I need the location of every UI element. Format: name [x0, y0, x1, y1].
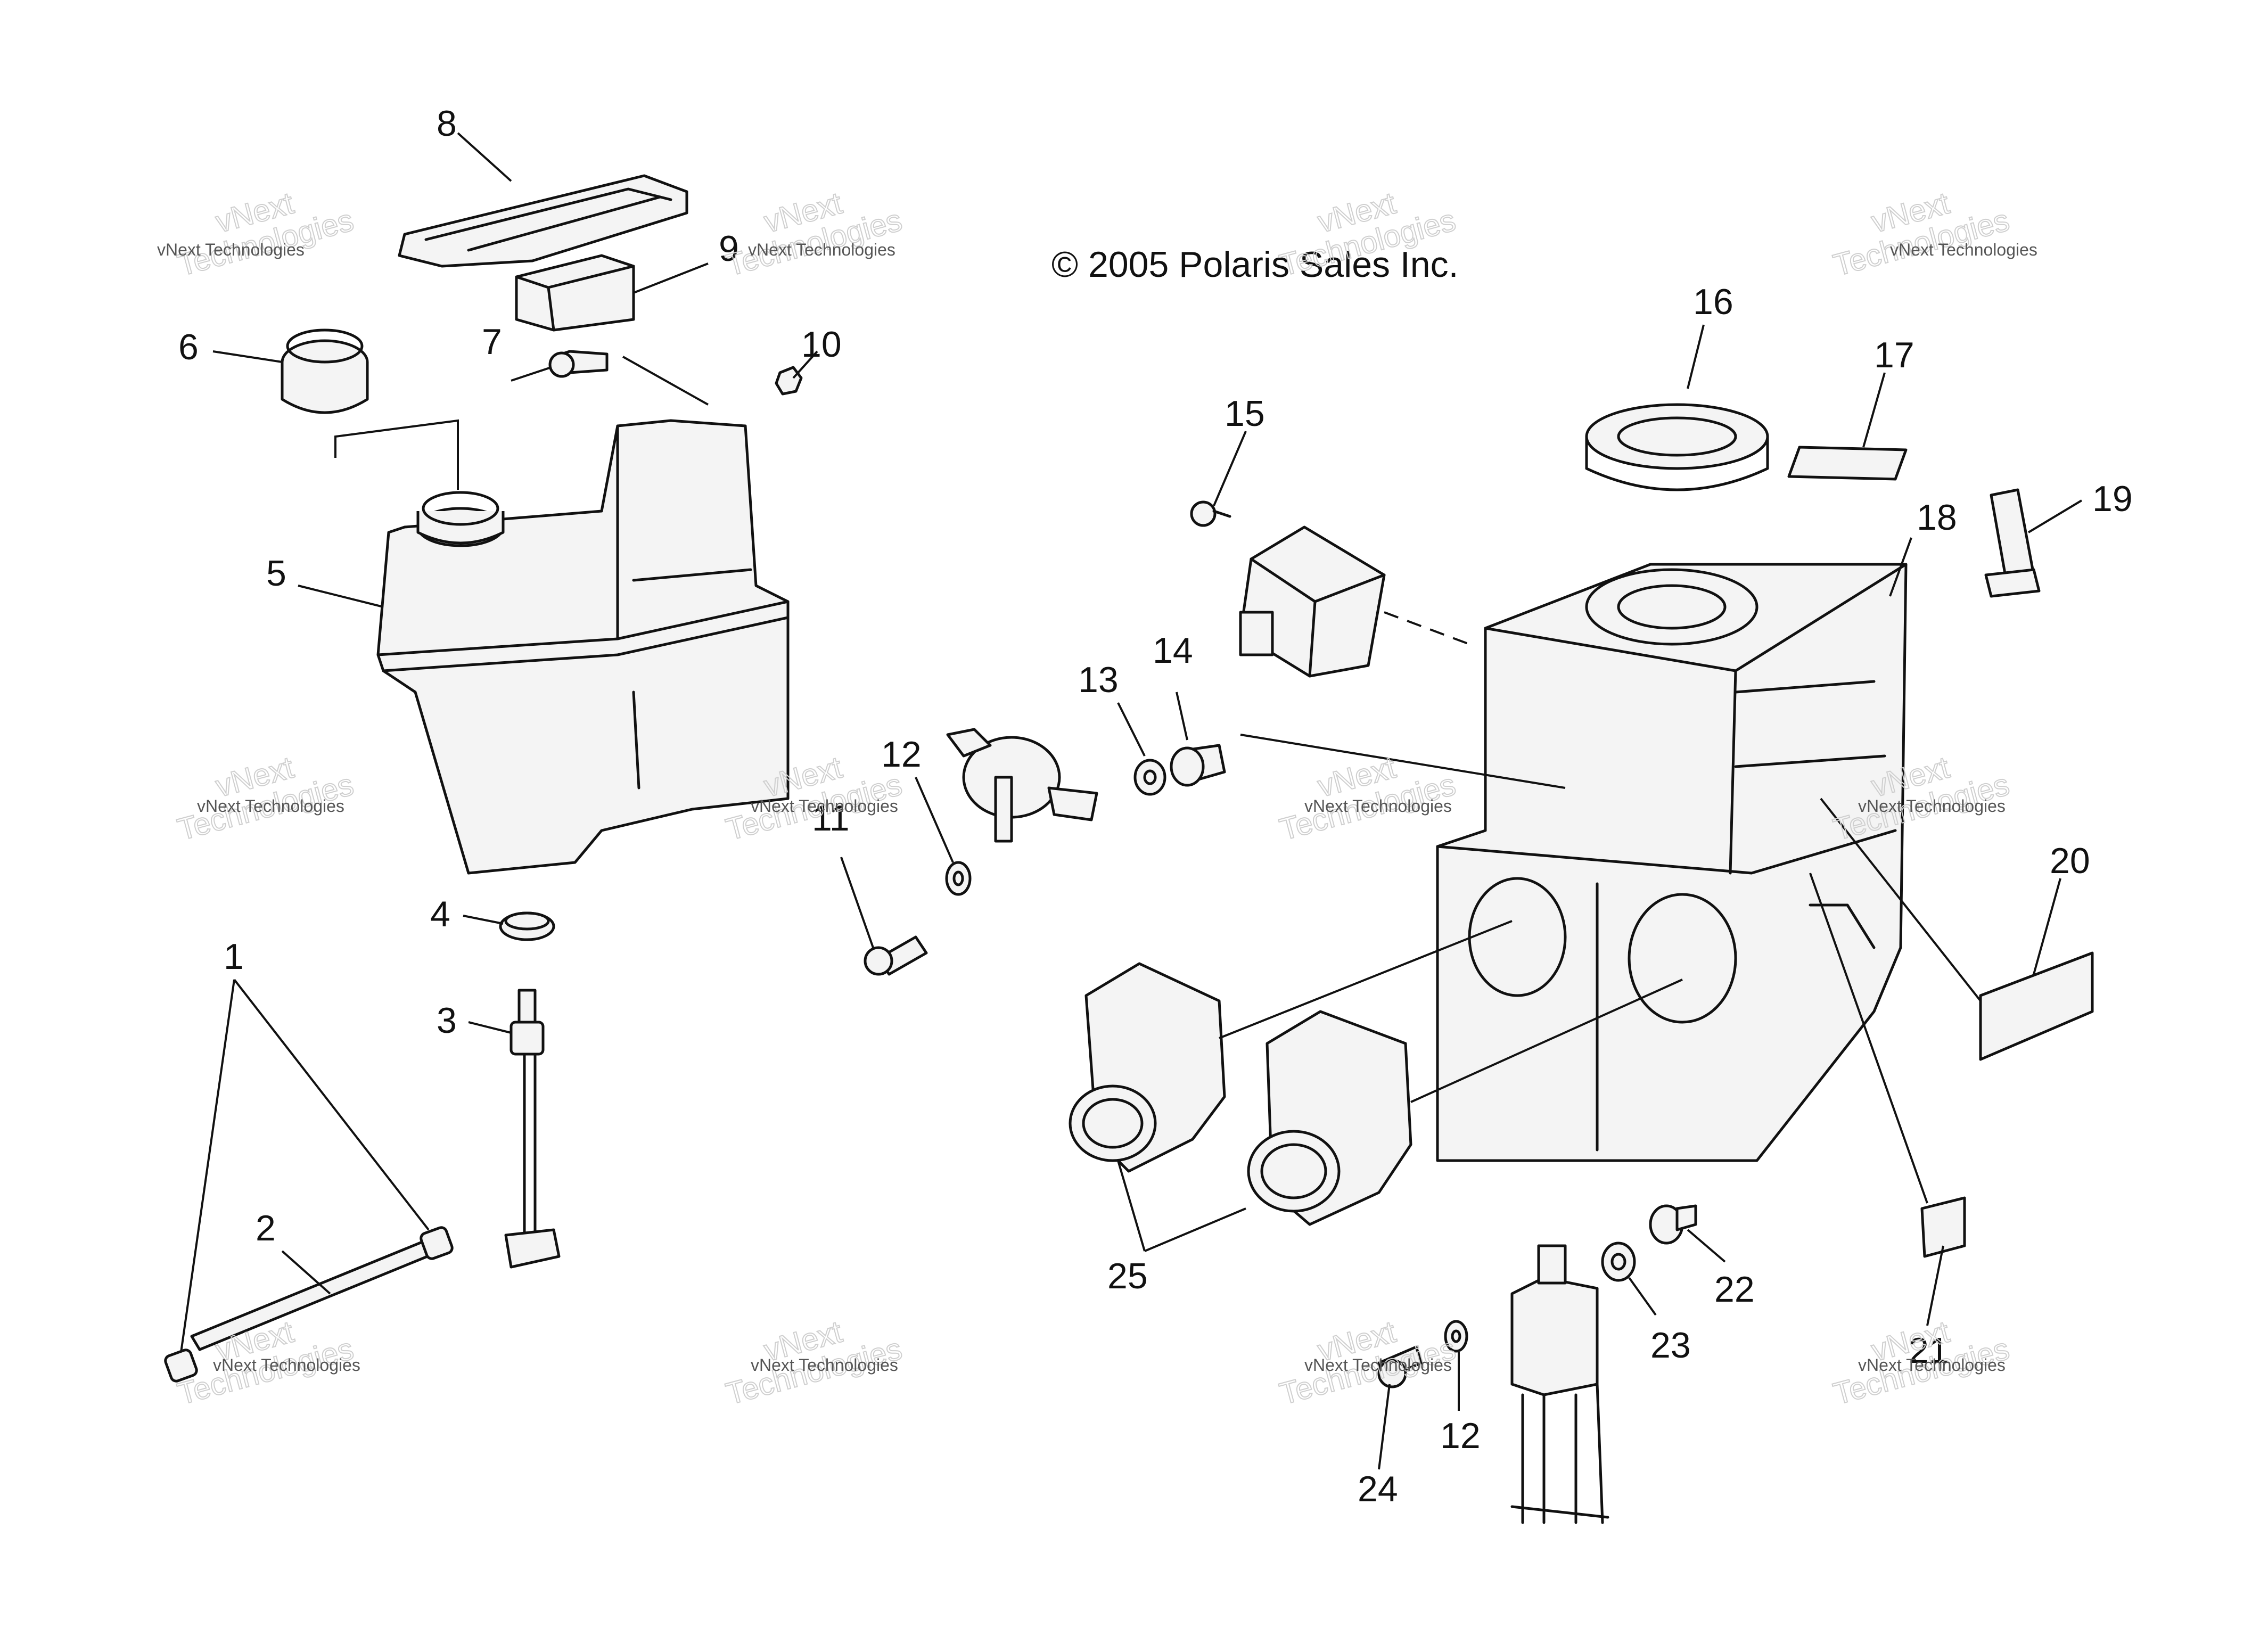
part-cover [398, 174, 688, 268]
watermark: vNext Technologies [1829, 185, 2014, 283]
part-pickup [504, 989, 561, 1269]
callout-25: 25 [1107, 1256, 1148, 1296]
callout-4: 4 [430, 894, 450, 934]
callout-19: 19 [2092, 479, 2133, 519]
part-bolt-24 [1377, 1345, 1423, 1388]
part-washer-12a [945, 861, 972, 896]
leader-lines [180, 132, 2083, 1470]
part-label-17 [1787, 446, 1908, 481]
callout-11: 11 [812, 798, 850, 838]
watermark-text: vNext Technologies [1304, 1355, 1452, 1375]
part-intake-boot-a [1069, 962, 1226, 1173]
part-nut-10 [775, 366, 803, 396]
callout-24: 24 [1358, 1469, 1398, 1509]
part-screw-22 [1649, 1204, 1697, 1245]
part-decal-20 [1979, 951, 2094, 1061]
part-intake-boot-b [1247, 1010, 1412, 1226]
part-bolt-11 [864, 935, 928, 976]
part-screw-15 [1190, 500, 1231, 527]
watermark-text: vNext Technologies [751, 1355, 898, 1375]
callout-9: 9 [719, 228, 739, 269]
callout-numbers: 1 2 3 4 5 6 7 8 9 10 11 12 13 14 15 16 1… [178, 103, 2133, 1509]
watermark: vNext Technologies [174, 185, 358, 283]
part-washer-13 [1133, 759, 1166, 796]
watermark-text: vNext Technologies [197, 796, 344, 816]
watermarks: vNext Technologies vNext Technologies vN… [157, 185, 2037, 1412]
callout-14: 14 [1153, 630, 1193, 671]
copyright-text: © 2005 Polaris Sales Inc. [1051, 244, 1459, 285]
part-tank [376, 419, 790, 875]
watermark-text: vNext Technologies [751, 796, 898, 816]
watermark: vNext Technologies [722, 185, 906, 283]
part-coil [1510, 1244, 1609, 1524]
callout-15: 15 [1225, 393, 1265, 434]
watermark-text: vNext Technologies [213, 1355, 360, 1375]
callout-10: 10 [801, 324, 842, 365]
part-washer-12b [1444, 1320, 1468, 1353]
watermark-text: vNext Technologies [748, 240, 895, 259]
part-airbox [1436, 563, 1908, 1162]
callout-3: 3 [437, 1000, 457, 1041]
watermark-text: vNext Technologies [1890, 240, 2037, 259]
watermark-text: vNext Technologies [157, 240, 305, 259]
callout-6: 6 [178, 327, 199, 367]
part-foam-ring [1585, 403, 1769, 491]
callout-2: 2 [256, 1208, 276, 1248]
part-spacer-14 [1170, 744, 1226, 787]
callout-18: 18 [1917, 497, 1957, 538]
watermark: vNext Technologies [174, 750, 358, 848]
callout-12-lower: 12 [1440, 1416, 1481, 1456]
callout-17: 17 [1874, 335, 1914, 375]
part-module [1239, 525, 1386, 678]
part-decal-21 [1920, 1196, 1966, 1258]
part-grommet [499, 911, 555, 941]
watermark-text: vNext Technologies [1304, 796, 1452, 816]
callout-16: 16 [1693, 282, 1733, 322]
callout-7: 7 [482, 322, 502, 362]
part-clip [1984, 488, 2041, 598]
part-grommet-23 [1601, 1242, 1636, 1282]
callout-1: 1 [224, 936, 244, 977]
part-sensor [946, 728, 1098, 843]
callout-13: 13 [1078, 660, 1119, 700]
watermark: vNext Technologies [1276, 750, 1460, 848]
callout-5: 5 [266, 553, 286, 594]
callout-21: 21 [1909, 1330, 1949, 1371]
callout-8: 8 [437, 103, 457, 144]
watermark-text: vNext Technologies [1858, 796, 2006, 816]
callout-12: 12 [881, 734, 922, 775]
part-cap [281, 328, 369, 414]
part-bolt-7 [548, 350, 609, 378]
part-hose [164, 1226, 454, 1383]
watermark-text: vNext Technologies [1858, 1355, 2006, 1375]
part-block [515, 254, 635, 332]
callout-22: 22 [1714, 1269, 1755, 1310]
callout-23: 23 [1650, 1325, 1691, 1366]
callout-20: 20 [2050, 841, 2090, 881]
